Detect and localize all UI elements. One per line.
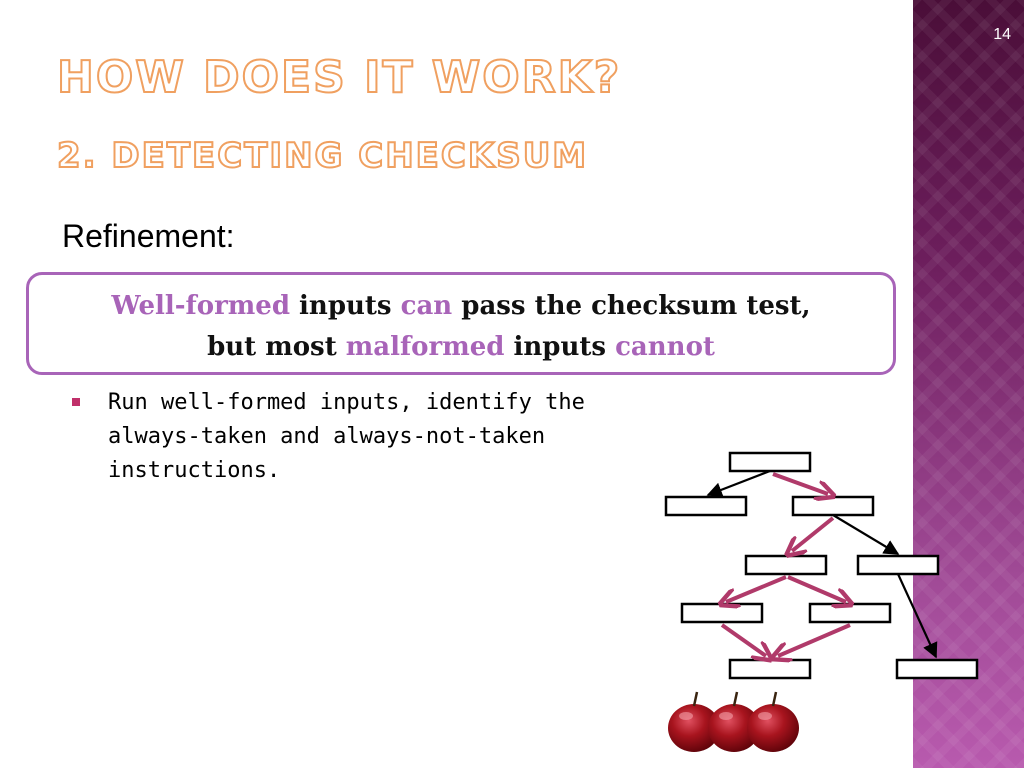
- slide-title: HOW DOES IT WORK?: [56, 51, 622, 104]
- cfg-node: [744, 554, 828, 576]
- cfg-taken-edge: [778, 623, 851, 656]
- callout-line-2: but most malformed inputs cannot: [29, 327, 893, 368]
- cfg-taken-edge: [726, 575, 787, 602]
- apple-icon: [708, 691, 760, 752]
- slide-number: 14: [993, 26, 1011, 43]
- cfg-node: [728, 451, 812, 473]
- apple-icon: [668, 691, 720, 752]
- cfg-edge: [896, 573, 938, 659]
- cfg-node: [664, 495, 748, 517]
- slide-subtitle: 2. DETECTING CHECKSUM: [56, 135, 589, 177]
- cfg-node: [895, 658, 979, 680]
- callout-term: Well-formed: [111, 291, 290, 321]
- cfg-node: [808, 602, 892, 624]
- cfg-taken-edge: [772, 472, 828, 494]
- cfg-node: [791, 495, 875, 517]
- callout-box: Well-formed inputs can pass the checksum…: [26, 272, 896, 375]
- apple-icon: [747, 691, 799, 752]
- sidebar: 14: [912, 0, 1024, 768]
- cfg-edge: [706, 469, 771, 498]
- callout-term: can: [400, 291, 453, 321]
- callout-text: pass the checksum test,: [452, 291, 811, 321]
- cfg-node: [728, 658, 812, 680]
- cfg-taken-edge: [787, 575, 846, 602]
- bullet-marker-icon: [72, 398, 80, 406]
- cfg-taken-edge: [792, 516, 835, 551]
- callout-text: but most: [207, 332, 346, 362]
- bullet-text: Run well-formed inputs, identify the alw…: [108, 390, 585, 483]
- cfg-node: [856, 554, 940, 576]
- callout-text: inputs: [504, 332, 616, 362]
- refinement-heading: Refinement:: [62, 218, 235, 254]
- callout-line-1: Well-formed inputs can pass the checksum…: [29, 286, 893, 327]
- cfg-node: [680, 602, 764, 624]
- cfg-taken-edge: [720, 623, 766, 656]
- cfg-edge: [832, 514, 900, 555]
- bullet-item: Run well-formed inputs, identify the alw…: [68, 386, 598, 488]
- callout-term: cannot: [615, 332, 715, 362]
- callout-text: inputs: [290, 291, 401, 321]
- callout-term: malformed: [345, 332, 505, 362]
